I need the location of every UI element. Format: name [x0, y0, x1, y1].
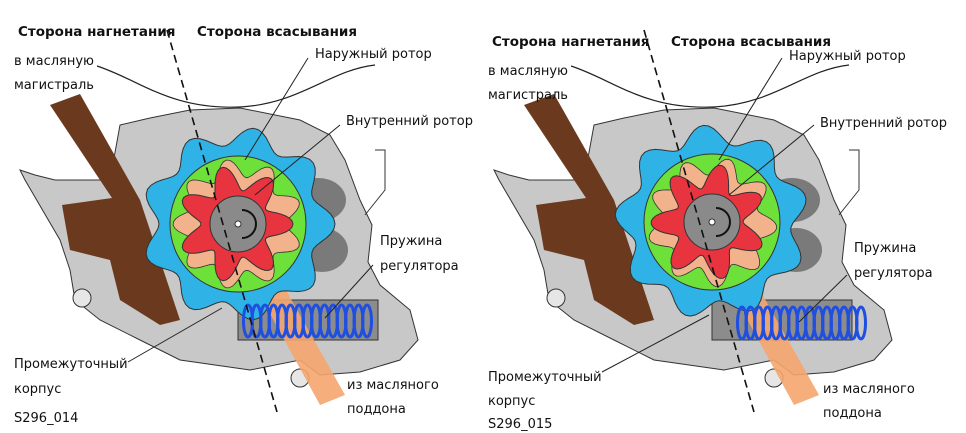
to-main-line-label: в масляную: [488, 64, 568, 79]
spring-coil: [361, 303, 373, 339]
figure-id: S296_015: [488, 417, 552, 432]
leader-lines: [127, 57, 374, 363]
regulator-spring: [242, 303, 373, 339]
intermediate-housing-label: Промежуточный: [488, 370, 602, 385]
rotation-arrow-icon: [241, 209, 257, 239]
divider-line: [643, 29, 755, 413]
rotor-assembly: [614, 124, 807, 317]
spring-label: Пружина: [854, 241, 916, 256]
divider-line: [166, 29, 278, 413]
from-sump-label: из масляного: [823, 382, 915, 397]
shaft-center: [234, 220, 242, 228]
outer-rotor-label: Наружный ротор: [789, 49, 906, 64]
pressure-side-label: Сторона нагнетания: [492, 34, 649, 50]
suction-side-label: Сторона всасывания: [671, 34, 831, 50]
rotation-arrow-icon: [715, 207, 731, 237]
from-sump-label-2: поддона: [823, 406, 882, 421]
to-main-line-label-2: магистраль: [14, 78, 94, 93]
pressure-side-label: Сторона нагнетания: [18, 24, 175, 40]
shaft-center: [708, 218, 716, 226]
from-sump-label-2: поддона: [347, 402, 406, 417]
intermediate-housing-label-2: корпус: [14, 382, 61, 397]
inner-rotor-label: Внутренний ротор: [820, 116, 947, 131]
intermediate-housing-label-2: корпус: [488, 394, 535, 409]
spring-label: Пружина: [380, 234, 442, 249]
inner-rotor-label: Внутренний ротор: [346, 114, 473, 129]
leader-lines: [601, 57, 848, 373]
to-main-line-label: в масляную: [14, 54, 94, 69]
spring-label-2: регулятора: [380, 259, 459, 274]
panel-1: Сторона нагнетания Сторона всасывания в …: [14, 24, 473, 426]
suction-side-label: Сторона всасывания: [197, 24, 357, 40]
figure-id: S296_014: [14, 411, 78, 426]
intermediate-housing-label: Промежуточный: [14, 357, 128, 372]
rotor-assembly: [145, 127, 336, 321]
spring-coil: [855, 305, 867, 341]
regulator-spring: [736, 305, 867, 341]
from-sump-label: из масляного: [347, 378, 439, 393]
outer-rotor-label: Наружный ротор: [315, 47, 432, 62]
spring-label-2: регулятора: [854, 266, 933, 281]
panel-2: Сторона нагнетания Сторона всасывания в …: [488, 29, 947, 432]
to-main-line-label-2: магистраль: [488, 88, 568, 103]
